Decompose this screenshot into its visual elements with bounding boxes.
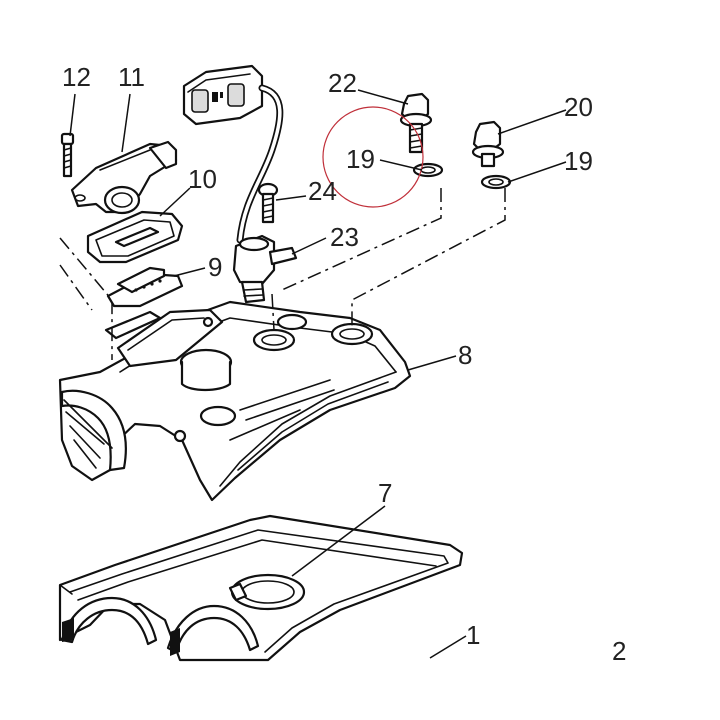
callout-7: 7 bbox=[378, 478, 392, 508]
assembly-guide-lines bbox=[59, 188, 506, 360]
callout-8: 8 bbox=[458, 340, 472, 370]
callout-9: 9 bbox=[208, 252, 222, 282]
gasket-plate-10 bbox=[86, 210, 184, 264]
callout-20: 20 bbox=[564, 92, 593, 122]
washer-19-left bbox=[412, 162, 444, 178]
highlight-circle bbox=[322, 106, 424, 208]
leader-lines bbox=[69, 89, 567, 659]
bolt-12 bbox=[60, 132, 75, 178]
flange-bolt-20 bbox=[471, 120, 505, 168]
callout-19-left: 19 bbox=[346, 144, 375, 174]
callout-11: 11 bbox=[118, 62, 145, 92]
washer-19-right bbox=[480, 174, 512, 190]
callout-12: 12 bbox=[62, 62, 91, 92]
spark-plug-seal bbox=[228, 573, 306, 611]
sensor-cable bbox=[236, 84, 284, 244]
sensor-connector bbox=[182, 64, 264, 126]
callout-2: 2 bbox=[612, 636, 626, 666]
callout-1: 1 bbox=[466, 620, 480, 650]
bolt-24 bbox=[257, 182, 279, 224]
callout-labels: 12 11 10 9 22 20 19 19 24 23 8 7 1 2 bbox=[62, 62, 626, 666]
callout-19-right: 19 bbox=[564, 146, 593, 176]
clip-9 bbox=[106, 266, 184, 308]
callout-22: 22 bbox=[328, 68, 357, 98]
callout-24: 24 bbox=[308, 176, 337, 206]
sensor-bracket bbox=[70, 140, 178, 215]
callout-23: 23 bbox=[330, 222, 359, 252]
callout-10: 10 bbox=[188, 164, 217, 194]
sensor-23 bbox=[232, 234, 298, 304]
valve-cover bbox=[58, 300, 412, 502]
flange-bolt-22 bbox=[399, 92, 433, 154]
